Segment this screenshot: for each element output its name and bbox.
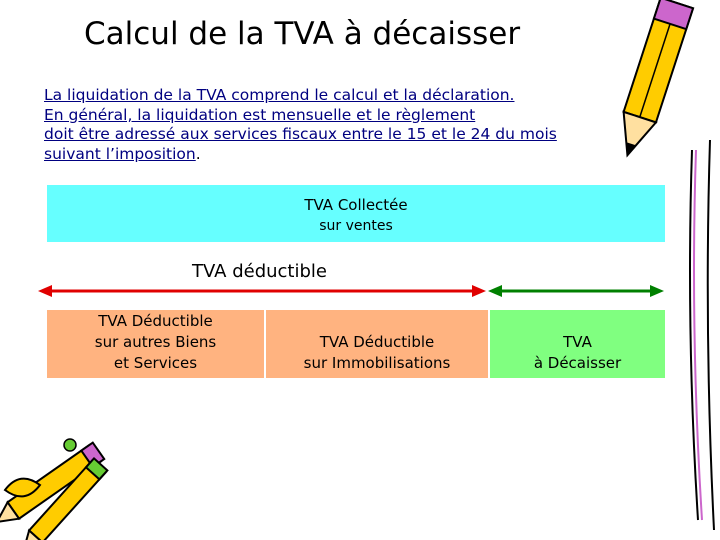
- collectee-subtitle: sur ventes: [319, 218, 393, 234]
- slide-title: Calcul de la TVA à décaisser: [84, 16, 521, 52]
- intro-line-3: doit être adressé aux services fiscaux e…: [44, 125, 557, 143]
- decaisser-line-1: TVA: [563, 333, 592, 351]
- pencil-icon: [622, 0, 715, 531]
- tva-collectee-box: TVA Collectée sur ventes: [47, 185, 665, 242]
- intro-line-4-period: .: [195, 144, 201, 163]
- intro-line-1: La liquidation de la TVA comprend le cal…: [44, 86, 515, 104]
- decaisser-line-2: à Décaisser: [533, 354, 622, 372]
- pencils-icon: [0, 438, 109, 540]
- immo-line-2: sur Immobilisations: [303, 354, 451, 372]
- tva-a-decaisser-box: TVA à Décaisser: [490, 310, 665, 378]
- intro-line-2: En général, la liquidation est mensuelle…: [44, 105, 476, 124]
- intro-line-4: suivant l’imposition: [44, 144, 196, 163]
- tva-deductible-label: TVA déductible: [192, 261, 327, 282]
- red-double-arrow: [38, 285, 486, 297]
- biens-line-1: TVA Déductible: [98, 312, 213, 330]
- immo-line-1: TVA Déductible: [319, 333, 435, 351]
- tva-deductible-immo-box: TVA Déductible sur Immobilisations: [266, 310, 488, 378]
- biens-line-3: et Services: [113, 354, 198, 372]
- green-double-arrow: [488, 285, 664, 297]
- intro-paragraph: La liquidation de la TVA comprend le cal…: [44, 86, 624, 164]
- tva-deductible-biens-box: TVA Déductible sur autres Biens et Servi…: [47, 310, 264, 378]
- biens-line-2: sur autres Biens: [94, 333, 217, 351]
- collectee-title: TVA Collectée: [304, 196, 408, 214]
